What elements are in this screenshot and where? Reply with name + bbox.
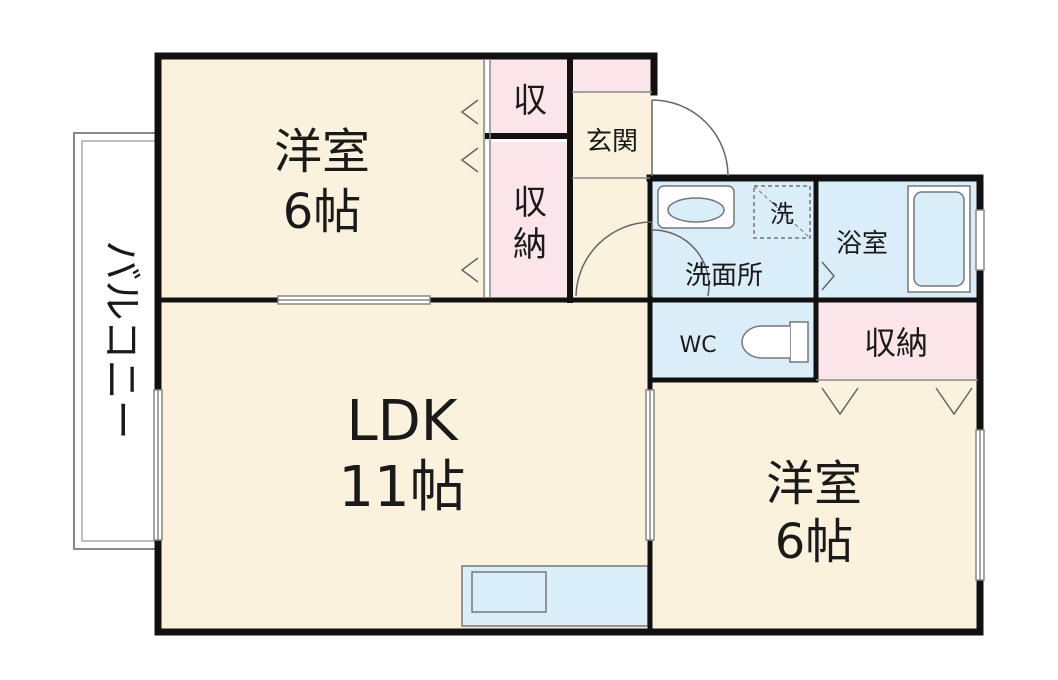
kitchen-counter [461, 565, 649, 627]
balcony [73, 132, 159, 550]
western-room-2-name: 洋室 [766, 456, 862, 512]
washing-machine-space [753, 185, 811, 239]
storage-small-floor [490, 58, 570, 136]
balcony-label: バルコニー [98, 240, 144, 439]
entrance-floor [572, 58, 652, 92]
western-room-2-floor [652, 378, 978, 630]
bathroom-label: 浴室 [836, 229, 888, 259]
washroom-label: 洗面所 [685, 261, 763, 291]
storage-small-label: 収 [513, 81, 547, 121]
windows [153, 209, 985, 581]
western-room-2-size: 6帖 [775, 514, 854, 570]
washing-machine-label: 洗 [770, 200, 794, 228]
ldk-size: 11帖 [338, 455, 465, 520]
storage-closet-2-label: 収納 [864, 324, 928, 362]
bathtub [907, 185, 971, 293]
western-room-1-floor [160, 58, 486, 300]
storage-closet-1-label-top: 収 [513, 183, 547, 223]
doors [460, 99, 973, 416]
western-room-1-size: 6帖 [283, 184, 362, 240]
western-room-1-name: 洋室 [274, 124, 370, 180]
storage-closet-2-floor [816, 302, 978, 378]
toilet-label: WC [679, 333, 716, 358]
washbasin [657, 185, 735, 229]
entrance-label: 玄関 [586, 127, 638, 157]
storage-closet-1-label-bottom: 納 [513, 225, 547, 265]
toilet-fixture [741, 321, 809, 363]
thin-lines [483, 60, 978, 381]
ldk-name: LDK [346, 389, 458, 454]
kitchen-sink [471, 571, 547, 613]
storage-closet-1-floor [490, 142, 570, 298]
